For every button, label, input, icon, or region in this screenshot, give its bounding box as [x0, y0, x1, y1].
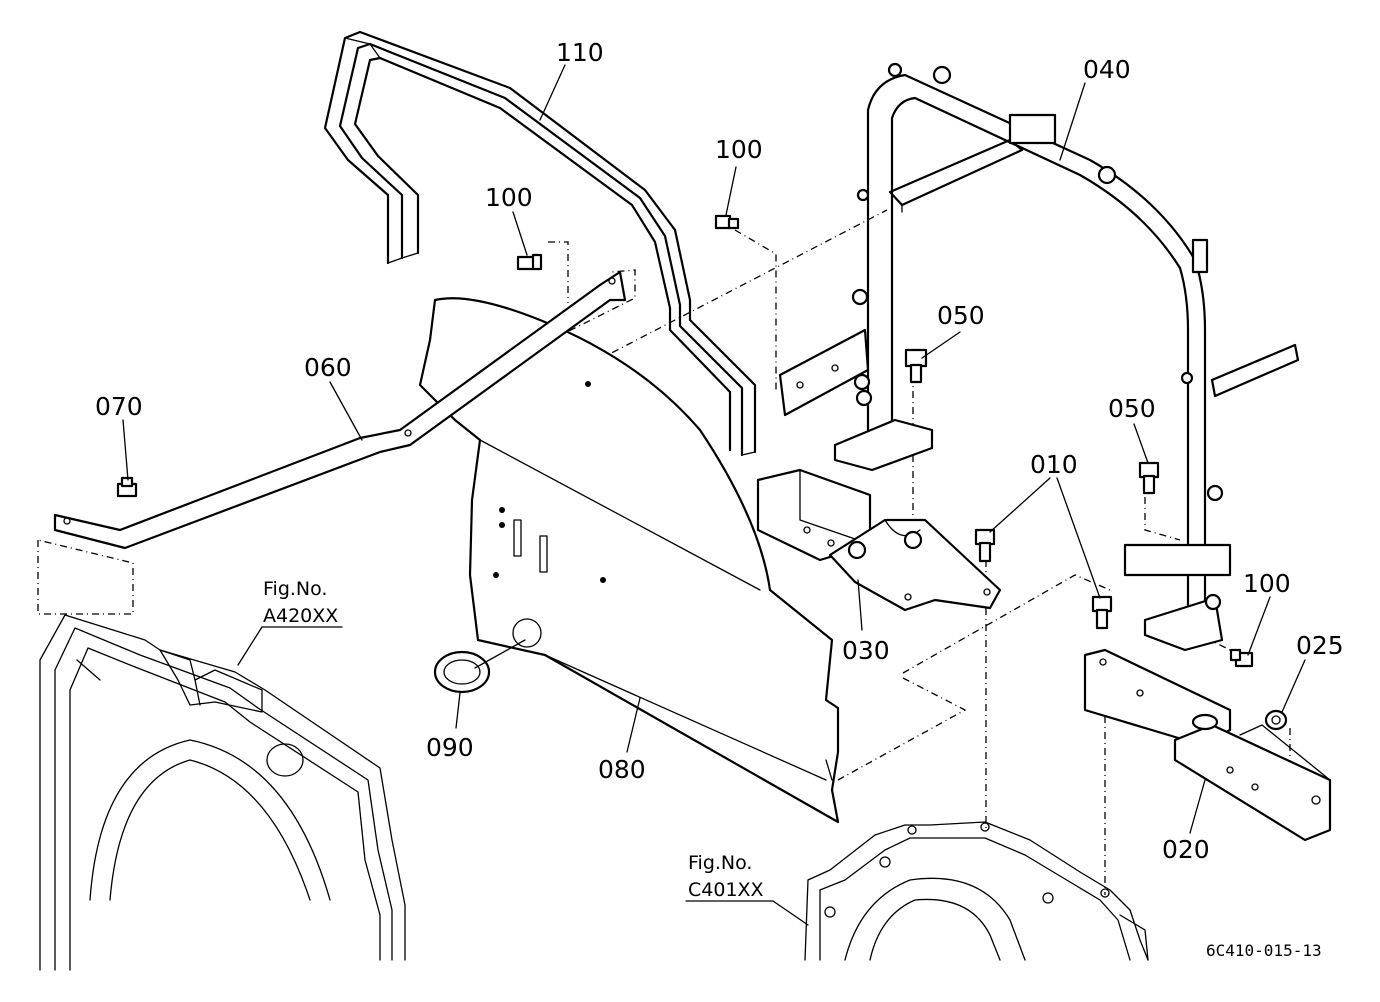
label-100-center: 100: [715, 135, 763, 164]
part-labels: 110 100 100 100 040 050 050 010 070 060 …: [95, 38, 1344, 864]
label-100-right: 100: [1243, 569, 1291, 598]
label-090: 090: [426, 733, 474, 762]
label-030: 030: [842, 636, 890, 665]
label-080: 080: [598, 755, 646, 784]
figure-references: Fig.No. A420XX Fig.No. C401XX: [263, 578, 764, 901]
assembly-reference-lines: [37, 209, 1291, 895]
label-020: 020: [1162, 835, 1210, 864]
label-070: 070: [95, 392, 143, 421]
grommet-090: [433, 650, 491, 694]
reference-radiator-frame: [39, 614, 406, 971]
label-060: 060: [304, 353, 352, 382]
label-110: 110: [556, 38, 604, 67]
bolt-100-right: [1229, 648, 1254, 668]
label-100-left: 100: [485, 183, 533, 212]
ref-a420-caption: Fig.No.: [263, 578, 327, 600]
cover-plate-080: [418, 297, 840, 824]
stay-bar-060: [53, 270, 627, 550]
ref-c401-caption: Fig.No.: [688, 852, 752, 874]
reference-transmission-housing: [804, 821, 1149, 961]
ref-c401-code: C401XX: [688, 879, 764, 901]
leader-lines: [122, 64, 1306, 926]
nut-025: [1264, 709, 1288, 731]
label-025: 025: [1296, 631, 1344, 660]
label-050-right: 050: [1108, 394, 1156, 423]
bracket-020: [1083, 648, 1332, 842]
label-050-left: 050: [937, 301, 985, 330]
bolt-100-left: [516, 253, 543, 271]
ref-a420-code: A420XX: [263, 605, 338, 627]
bolt-070: [116, 476, 138, 498]
bolt-010: [974, 528, 1113, 630]
bracket-030: [756, 468, 1002, 612]
bolt-100-center: [714, 214, 740, 230]
label-040: 040: [1083, 55, 1131, 84]
drawing-code: 6C410-015-13: [1206, 941, 1322, 960]
handle-frame-110: [323, 30, 757, 457]
roll-bar-frame-040: [778, 62, 1300, 652]
bolt-050-left: [904, 348, 928, 384]
label-010: 010: [1030, 450, 1078, 479]
bolt-050-right: [1138, 461, 1160, 495]
